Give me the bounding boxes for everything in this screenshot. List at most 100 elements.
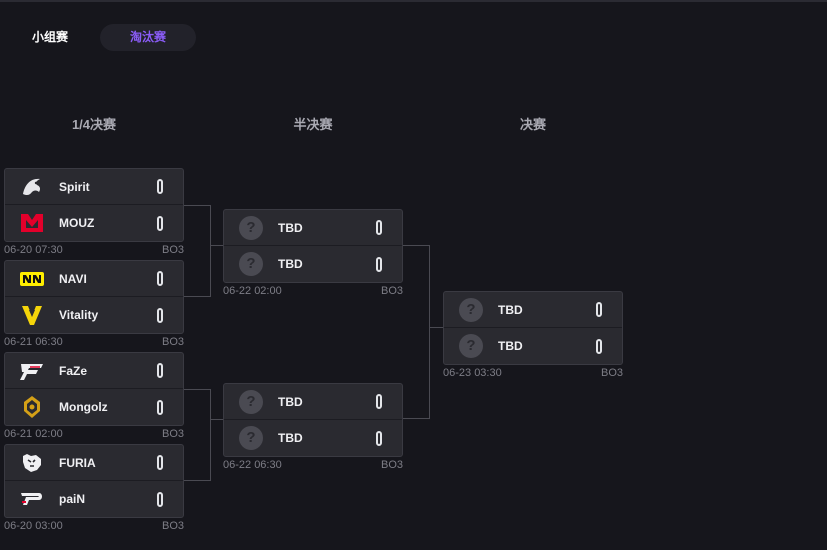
team-row[interactable]: ? TBD <box>224 246 402 282</box>
match-card: FaZe Mongolz <box>4 352 184 426</box>
tab-group-stage[interactable]: 小组赛 <box>32 30 69 44</box>
score-indicator <box>157 179 163 194</box>
score-indicator <box>157 215 163 231</box>
tab-knockout-stage[interactable]: 淘汰赛 <box>100 24 197 51</box>
score-indicator <box>376 394 382 409</box>
match-format: BO3 <box>380 285 403 297</box>
stage-tabs: 小组赛 淘汰赛 <box>10 24 197 51</box>
score-indicator <box>157 455 163 470</box>
match-sf1[interactable]: ? TBD ? TBD 06-22 02:00 BO3 <box>223 209 403 297</box>
match-format: BO3 <box>161 244 184 256</box>
match-time: 06-22 06:30 <box>223 459 282 471</box>
match-meta: 06-21 06:30 BO3 <box>4 336 184 348</box>
tbd-badge: ? <box>239 252 263 276</box>
vitality-bee-icon <box>19 302 45 328</box>
score-indicator <box>596 338 602 354</box>
pain-logo-icon <box>19 486 45 512</box>
match-format: BO3 <box>161 520 184 532</box>
mouz-logo-icon <box>19 210 45 236</box>
match-final[interactable]: ? TBD ? TBD 06-23 03:30 BO3 <box>443 291 623 379</box>
bracket-connector-qf34 <box>184 389 211 481</box>
question-mark-icon: ? <box>238 251 264 277</box>
match-meta: 06-20 03:00 BO3 <box>4 520 184 532</box>
team-row[interactable]: ? TBD <box>224 210 402 246</box>
team-name: Mongolz <box>59 400 108 414</box>
team-row[interactable]: ? TBD <box>444 328 622 364</box>
question-mark-icon: ? <box>238 215 264 241</box>
score-indicator <box>596 302 602 317</box>
tbd-badge: ? <box>459 334 483 358</box>
mongolz-logo-icon <box>19 394 45 420</box>
match-card: ? TBD ? TBD <box>223 209 403 283</box>
team-row[interactable]: paiN <box>5 481 183 517</box>
team-row[interactable]: ? TBD <box>444 292 622 328</box>
team-row[interactable]: Spirit <box>5 169 183 205</box>
match-qf3[interactable]: FaZe Mongolz 06-21 02:00 BO3 <box>4 352 184 440</box>
match-card: ? TBD ? TBD <box>443 291 623 365</box>
score-indicator <box>157 491 163 507</box>
team-name: MOUZ <box>59 216 95 230</box>
question-mark-icon: ? <box>458 333 484 359</box>
match-sf2[interactable]: ? TBD ? TBD 06-22 06:30 BO3 <box>223 383 403 471</box>
team-name: Spirit <box>59 179 90 194</box>
team-name: TBD <box>278 431 303 445</box>
team-row[interactable]: FaZe <box>5 353 183 389</box>
team-name: NAVI <box>59 271 87 286</box>
match-format: BO3 <box>600 367 623 379</box>
match-time: 06-20 07:30 <box>4 244 63 256</box>
match-qf2[interactable]: NAVI Vitality 06-21 06:30 BO3 <box>4 260 184 348</box>
bracket-connector-sf <box>403 245 430 419</box>
bracket-connector-final-in <box>430 327 443 328</box>
match-format: BO3 <box>161 428 184 440</box>
match-time: 06-23 03:30 <box>443 367 502 379</box>
dragon-icon <box>19 174 45 200</box>
team-name: TBD <box>278 394 303 409</box>
question-mark-icon: ? <box>238 425 264 451</box>
team-name: TBD <box>278 220 303 235</box>
round-title-final: 决赛 <box>519 117 546 132</box>
match-meta: 06-23 03:30 BO3 <box>443 367 623 379</box>
match-card: NAVI Vitality <box>4 260 184 334</box>
match-format: BO3 <box>161 336 184 348</box>
match-meta: 06-22 02:00 BO3 <box>223 285 403 297</box>
score-indicator <box>157 399 163 415</box>
team-name: TBD <box>498 302 523 317</box>
team-name: TBD <box>278 257 303 271</box>
team-name: FURIA <box>59 455 96 470</box>
match-time: 06-20 03:00 <box>4 520 63 532</box>
bracket-connector-qf12 <box>184 205 211 297</box>
team-row[interactable]: FURIA <box>5 445 183 481</box>
team-row[interactable]: NAVI <box>5 261 183 297</box>
match-card: ? TBD ? TBD <box>223 383 403 457</box>
team-name: paiN <box>59 492 86 506</box>
match-meta: 06-20 07:30 BO3 <box>4 244 184 256</box>
team-row[interactable]: ? TBD <box>224 420 402 456</box>
match-format: BO3 <box>380 459 403 471</box>
team-row[interactable]: MOUZ <box>5 205 183 241</box>
faze-logo-icon <box>19 358 45 384</box>
match-time: 06-21 06:30 <box>4 336 63 348</box>
tbd-badge: ? <box>239 426 263 450</box>
tbd-badge: ? <box>459 297 483 322</box>
team-name: TBD <box>498 339 523 353</box>
match-card: Spirit MOUZ <box>4 168 184 242</box>
round-title-quarterfinal: 1/4决赛 <box>71 117 117 132</box>
match-meta: 06-22 06:30 BO3 <box>223 459 403 471</box>
match-card: FURIA paiN <box>4 444 184 518</box>
score-indicator <box>157 307 163 323</box>
round-title-semifinal: 半决赛 <box>293 117 333 132</box>
match-meta: 06-21 02:00 BO3 <box>4 428 184 440</box>
match-qf1[interactable]: Spirit MOUZ 06-20 07:30 BO3 <box>4 168 184 256</box>
match-qf4[interactable]: FURIA paiN 06-20 03:00 BO3 <box>4 444 184 532</box>
team-name: FaZe <box>59 363 88 378</box>
team-row[interactable]: Vitality <box>5 297 183 333</box>
match-time: 06-22 02:00 <box>223 285 282 297</box>
team-row[interactable]: ? TBD <box>224 384 402 420</box>
navi-logo-icon <box>19 266 45 292</box>
tbd-badge: ? <box>239 215 263 240</box>
question-mark-icon: ? <box>238 389 264 415</box>
team-row[interactable]: Mongolz <box>5 389 183 425</box>
tbd-badge: ? <box>239 389 263 414</box>
score-indicator <box>157 363 163 378</box>
score-indicator <box>376 220 382 235</box>
